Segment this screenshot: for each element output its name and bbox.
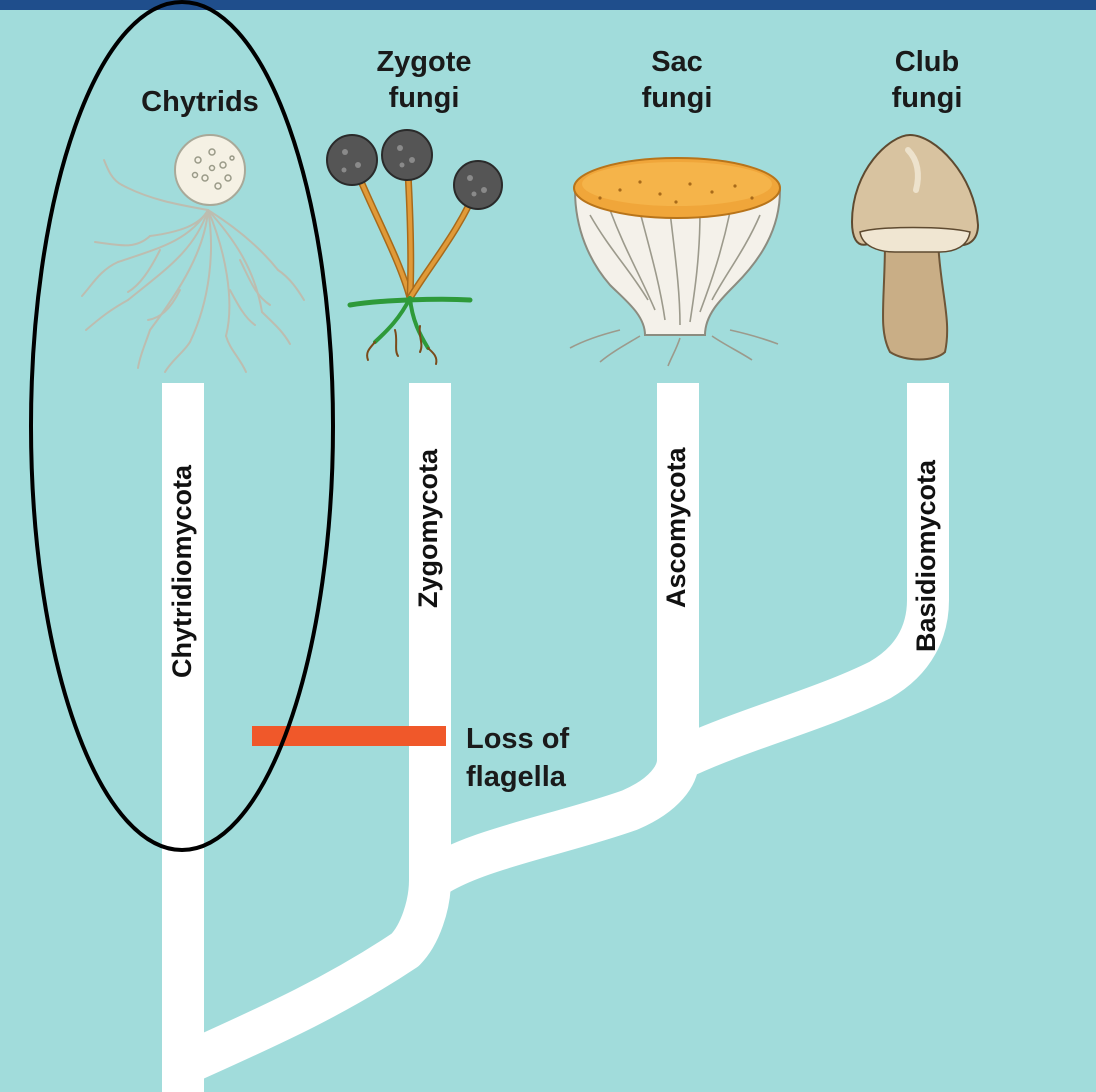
zygomycete-sporangia-icon [327,130,502,364]
branch-diverge-1 [183,880,430,1065]
mushroom-icon [852,135,978,360]
branch-label-ascomycota: Ascomycota [661,447,692,608]
group-label-chytrids: Chytrids [110,84,290,120]
group-label-club-fungi: Club fungi [837,44,1017,116]
group-label-sac-fungi: Sac fungi [587,44,767,116]
branch-diverge-3 [678,600,928,760]
cup-fungus-icon [570,158,780,366]
branch-label-basidiomycota: Basidiomycota [911,460,942,652]
branch-label-chytridiomycota: Chytridiomycota [167,465,198,678]
loss-of-flagella-label: Loss of flagella [466,720,569,796]
group-label-zygote-fungi: Zygote fungi [334,44,514,116]
chytrid-sporangium-icon [82,135,304,372]
branch-label-zygomycota: Zygomycota [413,449,444,608]
